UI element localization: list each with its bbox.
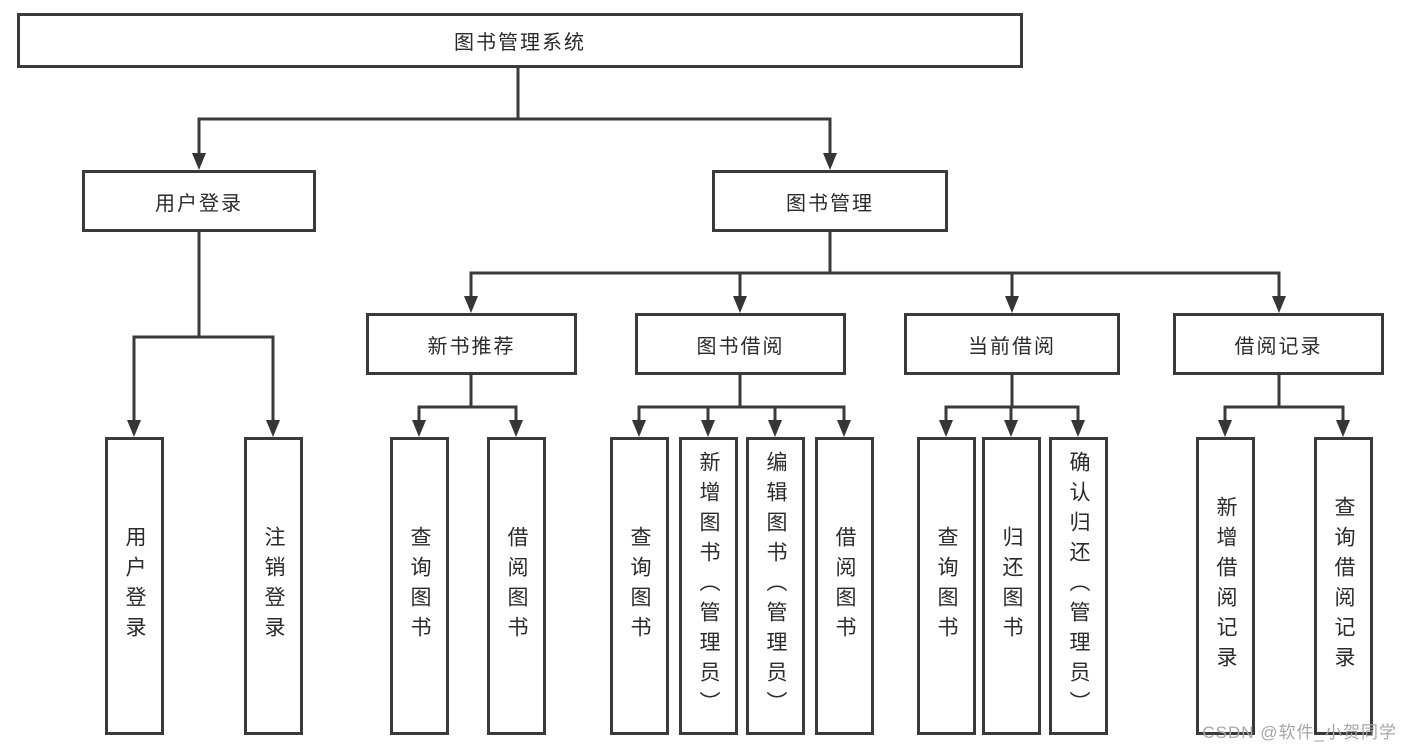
arrow-down-icon [733, 296, 747, 313]
arrow-down-icon [1005, 296, 1019, 313]
node-new-book-recommend: 新书推荐 [366, 313, 577, 375]
node-current-borrow: 当前借阅 [904, 313, 1120, 375]
arrow-down-icon [192, 153, 206, 170]
node-label: 新增图书（管理员） [697, 451, 720, 721]
node-label: 确认归还（管理员） [1067, 451, 1090, 721]
node-borrow-records: 借阅记录 [1173, 313, 1384, 375]
arrow-down-icon [632, 420, 646, 437]
node-label: 编辑图书（管理员） [764, 451, 787, 721]
node-leaf-query-books-recommend: 查询图书 [390, 437, 449, 735]
connector-root [197, 68, 832, 155]
connector-borrow-records [1223, 375, 1345, 422]
arrow-down-icon [266, 420, 280, 437]
arrow-down-icon [1071, 420, 1085, 437]
node-label: 查询图书 [408, 526, 431, 646]
node-label: 借阅图书 [505, 526, 528, 646]
node-leaf-query-books-current: 查询图书 [917, 437, 976, 735]
arrow-down-icon [823, 153, 837, 170]
connector-user-login [132, 232, 275, 422]
node-leaf-return-books: 归还图书 [982, 437, 1041, 735]
node-label: 查询图书 [628, 526, 651, 646]
connector-current-borrow [944, 375, 1080, 422]
arrow-down-icon [464, 296, 478, 313]
node-label: 用户登录 [123, 526, 146, 646]
arrow-down-icon [1336, 420, 1350, 437]
arrow-down-icon [1218, 420, 1232, 437]
arrow-down-icon [837, 420, 851, 437]
node-book-borrow: 图书借阅 [635, 313, 846, 375]
node-leaf-borrow-books-recommend: 借阅图书 [487, 437, 546, 735]
node-label: 新增借阅记录 [1214, 496, 1237, 676]
connector-book-management [469, 232, 1281, 298]
arrow-down-icon [412, 420, 426, 437]
node-leaf-user-login: 用户登录 [105, 437, 164, 735]
arrow-down-icon [701, 420, 715, 437]
connector-new-book [417, 375, 518, 422]
arrow-down-icon [768, 420, 782, 437]
node-label: 查询借阅记录 [1332, 496, 1355, 676]
node-leaf-add-books-admin: 新增图书（管理员） [679, 437, 738, 735]
node-leaf-query-books-borrow: 查询图书 [610, 437, 669, 735]
node-leaf-add-borrow-record: 新增借阅记录 [1196, 437, 1255, 735]
node-label: 借阅图书 [833, 526, 856, 646]
node-user-login-branch: 用户登录 [82, 170, 316, 232]
node-label: 注销登录 [262, 526, 285, 646]
arrow-down-icon [1272, 296, 1286, 313]
connector-book-borrow [637, 375, 846, 422]
arrow-down-icon [939, 420, 953, 437]
node-leaf-borrow-books: 借阅图书 [815, 437, 874, 735]
node-leaf-confirm-return-admin: 确认归还（管理员） [1049, 437, 1108, 735]
node-book-management: 图书管理 [712, 170, 948, 232]
node-leaf-edit-books-admin: 编辑图书（管理员） [746, 437, 805, 735]
node-root: 图书管理系统 [17, 13, 1023, 68]
node-leaf-logout: 注销登录 [244, 437, 303, 735]
csdn-watermark: CSDN @软件_小贺同学 [1202, 723, 1397, 742]
node-label: 查询图书 [935, 526, 958, 646]
arrow-down-icon [1004, 420, 1018, 437]
arrowheads [127, 153, 1350, 437]
arrow-down-icon [509, 420, 523, 437]
node-label: 归还图书 [1000, 526, 1023, 646]
arrow-down-icon [127, 420, 141, 437]
node-leaf-query-borrow-record: 查询借阅记录 [1314, 437, 1373, 735]
